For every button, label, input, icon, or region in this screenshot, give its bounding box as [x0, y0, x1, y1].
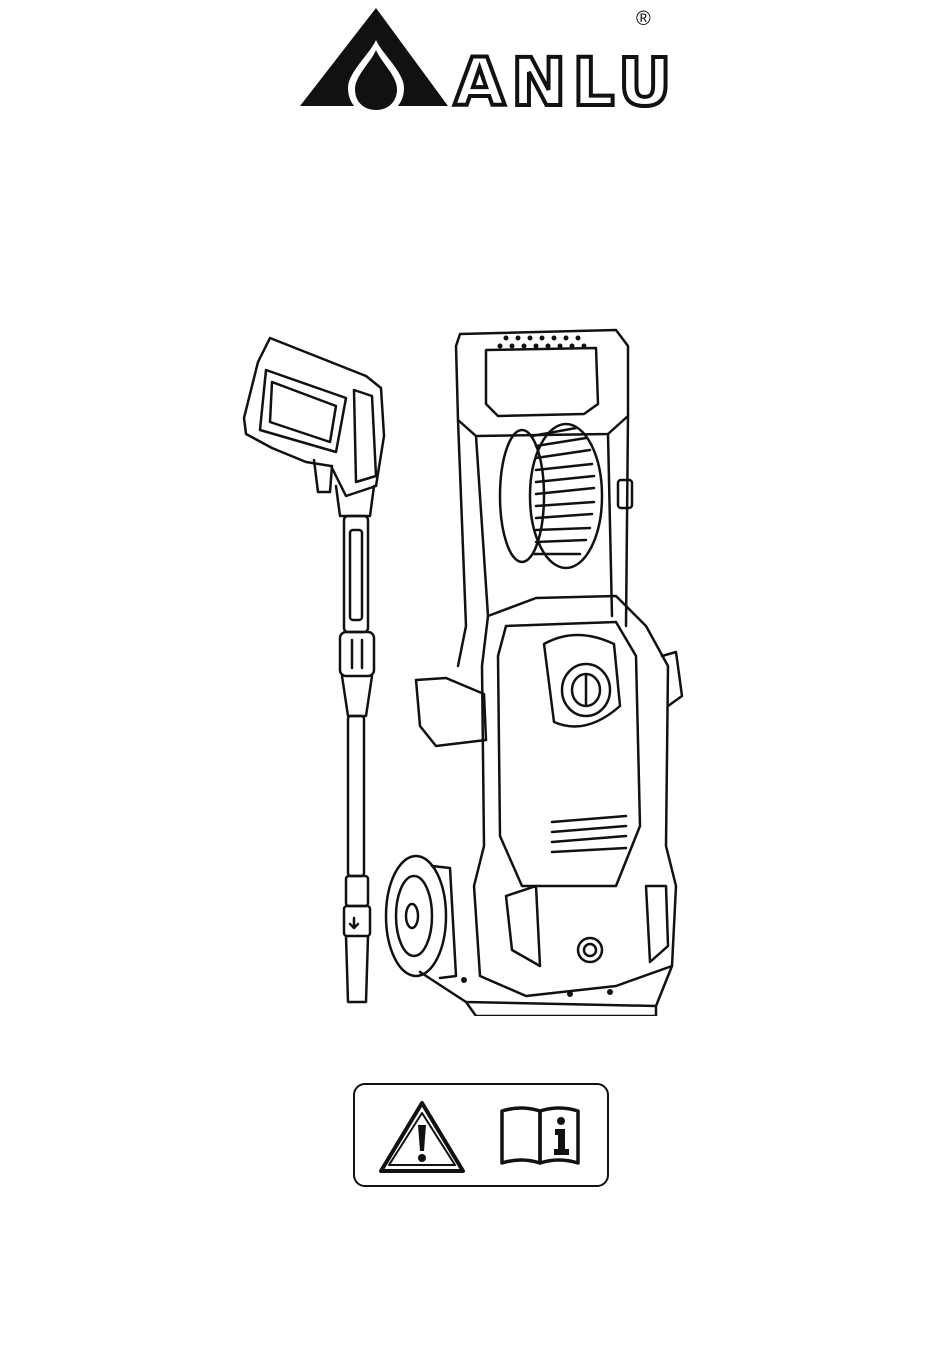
brand-logo: ANLU ®: [298, 6, 658, 118]
brand-name: ANLU: [454, 50, 678, 116]
safety-notice-box: [353, 1083, 609, 1187]
read-manual-info-icon: [499, 1103, 583, 1169]
washer-body-icon: [386, 330, 682, 1016]
warning-triangle-icon: [377, 1099, 467, 1175]
spray-gun-icon: [244, 338, 384, 1002]
triangle-water-drop-icon: [298, 6, 458, 118]
pressure-washer-drawing: [236, 326, 686, 1016]
registered-mark: ®: [636, 8, 651, 31]
